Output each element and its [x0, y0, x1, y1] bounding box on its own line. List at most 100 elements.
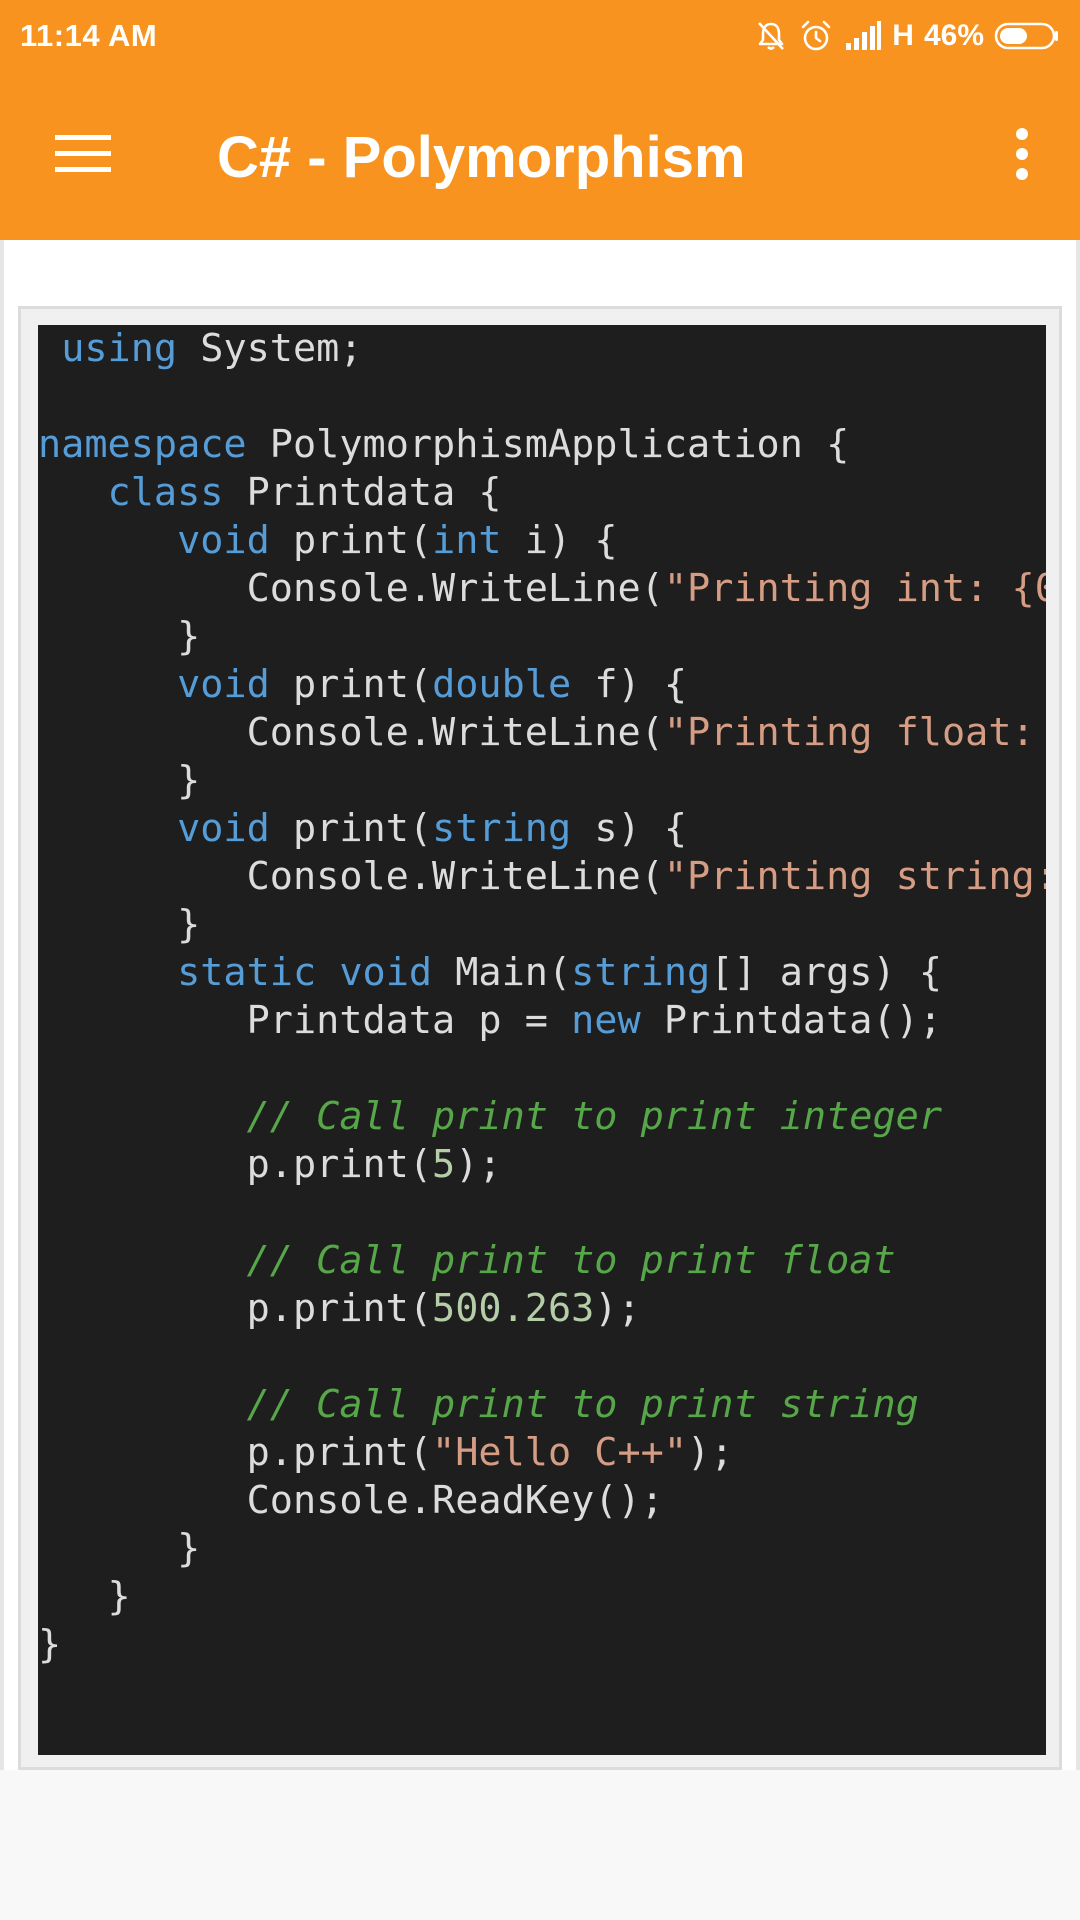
- code-token-plain: );: [594, 1286, 641, 1331]
- code-token-plain: [38, 662, 177, 707]
- code-token-keyword: double: [432, 662, 572, 707]
- code-line: Console.WriteLine("Printing int: {0}", i…: [38, 565, 1046, 613]
- code-token-number: 500.263: [432, 1286, 595, 1331]
- code-token-keyword: namespace: [38, 422, 247, 467]
- code-token-keyword: void: [339, 950, 433, 995]
- code-token-plain: Main(: [432, 950, 572, 995]
- code-token-plain: Printdata {: [223, 470, 502, 515]
- code-token-plain: }: [38, 1622, 62, 1667]
- code-token-keyword: using: [61, 326, 178, 371]
- bell-muted-icon: [754, 19, 788, 53]
- code-token-plain: [38, 470, 108, 515]
- code-token-string: "Hello C++": [432, 1430, 688, 1475]
- code-line: }: [38, 757, 1046, 805]
- code-token-keyword: void: [177, 518, 270, 563]
- code-line: [38, 1333, 1046, 1381]
- code-token-plain: i) {: [501, 518, 618, 563]
- code-lines: using System; namespace PolymorphismAppl…: [38, 325, 1046, 1669]
- code-token-plain: PolymorphismApplication {: [246, 422, 850, 467]
- code-token-plain: [38, 1094, 247, 1139]
- code-token-comment: // Call print to print string: [246, 1382, 919, 1427]
- code-line: [38, 1045, 1046, 1093]
- battery-icon: [994, 21, 1060, 51]
- code-line: }: [38, 901, 1046, 949]
- code-line: }: [38, 1525, 1046, 1573]
- code-line: Console.WriteLine("Printing string: {0}"…: [38, 853, 1046, 901]
- code-token-plain: [] args) {: [710, 950, 943, 995]
- code-token-keyword: class: [107, 470, 224, 515]
- code-token-plain: }: [38, 1526, 201, 1571]
- code-token-plain: }: [38, 902, 201, 947]
- page-title: C# - Polymorphism: [217, 125, 746, 190]
- code-token-plain: [38, 806, 177, 851]
- code-line: p.print("Hello C++");: [38, 1429, 1046, 1477]
- code-line: }: [38, 1573, 1046, 1621]
- code-token-string: "Printing int: {0}": [663, 566, 1046, 611]
- code-token-plain: Console.ReadKey();: [38, 1478, 664, 1523]
- code-line: Console.WriteLine("Printing float: {0}" …: [38, 709, 1046, 757]
- code-token-plain: [38, 1382, 247, 1427]
- code-token-plain: [38, 518, 177, 563]
- code-token-plain: [316, 950, 339, 995]
- code-token-comment: // Call print to print integer: [246, 1094, 942, 1139]
- code-line: namespace PolymorphismApplication {: [38, 421, 1046, 469]
- code-line: }: [38, 1621, 1046, 1669]
- code-token-plain: print(: [269, 662, 433, 707]
- code-token-plain: p.print(: [38, 1286, 433, 1331]
- status-icons: H 46%: [754, 14, 1060, 58]
- bottom-area: [0, 1770, 1080, 1920]
- code-token-string: "Printing float: {0}": [663, 710, 1035, 755]
- code-token-plain: [38, 1238, 247, 1283]
- code-line: [38, 1189, 1046, 1237]
- code-token-keyword: void: [177, 662, 270, 707]
- status-time: 11:14 AM: [20, 18, 158, 53]
- code-token-plain: System;: [177, 326, 363, 371]
- code-token-plain: Printdata p =: [38, 998, 572, 1043]
- code-token-plain: Console.WriteLine(: [38, 854, 664, 899]
- code-line: void print(int i) {: [38, 517, 1046, 565]
- code-token-keyword: static: [177, 950, 317, 995]
- code-token-plain: p.print(: [38, 1142, 433, 1187]
- code-line: }: [38, 613, 1046, 661]
- code-token-plain: }: [38, 758, 201, 803]
- code-token-keyword: void: [177, 806, 270, 851]
- code-token-plain: print(: [269, 806, 433, 851]
- code-token-plain: s) {: [571, 806, 688, 851]
- code-line: // Call print to print integer: [38, 1093, 1046, 1141]
- code-token-plain: [38, 950, 177, 995]
- code-token-comment: // Call print to print float: [246, 1238, 896, 1283]
- code-line: class Printdata {: [38, 469, 1046, 517]
- content-area[interactable]: using System; namespace PolymorphismAppl…: [0, 240, 1080, 1920]
- code-token-keyword: new: [571, 998, 641, 1043]
- menu-button[interactable]: [40, 114, 128, 198]
- code-card: using System; namespace PolymorphismAppl…: [18, 306, 1062, 1770]
- app-bar: C# - Polymorphism: [0, 72, 1080, 240]
- code-line: void print(string s) {: [38, 805, 1046, 853]
- code-line: // Call print to print float: [38, 1237, 1046, 1285]
- code-block[interactable]: using System; namespace PolymorphismAppl…: [38, 325, 1046, 1755]
- battery-percent: 46%: [923, 19, 984, 52]
- code-line: using System;: [38, 325, 1046, 373]
- more-options-button[interactable]: [992, 114, 1052, 198]
- signal-icon: [844, 21, 882, 51]
- code-line: Console.ReadKey();: [38, 1477, 1046, 1525]
- code-token-plain: p.print(: [38, 1430, 433, 1475]
- code-token-plain: );: [455, 1142, 502, 1187]
- code-token-string: "Printing string: {0}": [663, 854, 1046, 899]
- code-line: Printdata p = new Printdata();: [38, 997, 1046, 1045]
- code-token-plain: );: [687, 1430, 734, 1475]
- code-token-keyword: int: [432, 518, 502, 563]
- code-line: [38, 373, 1046, 421]
- code-token-plain: }: [38, 614, 201, 659]
- hamburger-menu-icon: [55, 132, 113, 181]
- code-line: p.print(500.263);: [38, 1285, 1046, 1333]
- code-token-plain: [38, 326, 61, 371]
- code-token-plain: Console.WriteLine(: [38, 566, 664, 611]
- code-line: static void Main(string[] args) {: [38, 949, 1046, 997]
- page-edge-left: [0, 240, 4, 1770]
- code-token-plain: }: [38, 1574, 131, 1619]
- code-line: p.print(5);: [38, 1141, 1046, 1189]
- code-token-keyword: string: [432, 806, 572, 851]
- code-line: // Call print to print string: [38, 1381, 1046, 1429]
- page-edge-right: [1076, 240, 1080, 1770]
